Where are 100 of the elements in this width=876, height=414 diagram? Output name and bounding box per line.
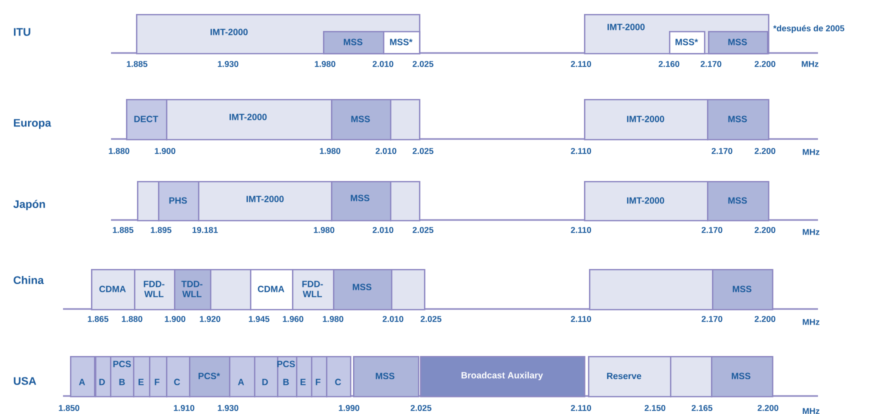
tick-label: 1.930 [218,404,238,411]
band-box: A [229,356,256,398]
row-label: ITU [14,28,30,36]
band-box [670,356,712,398]
tick-label: 2.025 [412,227,434,233]
unit-label: MHz [802,229,820,235]
band-box: IMT-2000 [198,180,332,222]
band-box: A [70,356,96,398]
band-box: MSS [331,99,392,140]
unit-label: MHz [802,149,820,155]
tick-label: 1.945 [248,316,270,322]
tick-label: 1.980 [314,61,336,67]
row-label: USA [14,377,36,385]
band-box: D [95,356,112,398]
band-box: MSS [707,99,770,140]
tick-label: 2.170 [712,148,732,154]
band-box [137,180,160,222]
tick-label: 1.980 [314,227,334,233]
tick-label: 19.181 [192,227,218,233]
band-box [390,99,420,140]
band-box: C [166,356,190,398]
tick-label: 1.960 [282,316,304,322]
tick-label: 2.010 [382,316,404,322]
band-box: CDMA [91,269,136,310]
band-box: PCS B [277,356,298,398]
band-box: Broadcast Auxilary [420,356,586,398]
band-box: PCS* [189,356,230,398]
band-box: MSS [708,31,768,54]
tick-label: 1.900 [164,316,186,322]
band-box: IMT-2000 [166,99,332,140]
band-box [589,269,714,310]
tick-label: 2.165 [692,405,712,411]
tick-label: 2.170 [702,316,722,322]
tick-label: 2.110 [570,227,592,233]
band-box: MSS [333,269,392,310]
band-box: PHS [158,180,200,222]
band-box: MSS [712,269,774,310]
tick-label: 2.200 [754,61,776,67]
tick-label: 2.010 [376,148,396,154]
band-box: IMT-2000 [584,180,708,222]
tick-label: 2.025 [420,316,442,322]
tick-label: 2.200 [754,148,776,154]
tick-label: 2.200 [758,405,778,411]
tick-label: 1.920 [200,316,220,322]
band-box: PCS B [110,356,134,398]
tick-label: 2.160 [658,61,680,67]
tick-label: 1.930 [218,61,238,67]
tick-label: 2.010 [372,61,394,67]
band-box: MSS [331,180,392,222]
row-label: Japón [13,200,45,210]
band-box: DECT [126,99,168,140]
tick-label: 1.980 [322,316,344,322]
band-box: MSS [711,356,774,398]
tick-label: 1.880 [108,148,130,154]
band-box: Reserve [588,356,672,398]
unit-label: MHz [802,319,820,325]
tick-label: 2.110 [570,148,592,154]
tick-label: 1.885 [126,61,148,67]
tick-label: 1.910 [174,405,194,411]
tick-label: 2.110 [570,405,592,411]
tick-label: 2.025 [410,405,432,411]
band-box: FDD-WLL [134,269,176,310]
band-box [210,269,252,310]
band-box: F [149,356,168,398]
tick-label: 2.110 [570,61,592,67]
tick-label: 2.170 [702,227,722,233]
band-box: FDD-WLL [292,269,334,310]
band-box: E [133,356,150,398]
tick-label: 2.110 [570,316,592,322]
band-box: MSS* [669,31,706,54]
footnote: *después de 2005 [773,25,844,33]
row-label: China [14,276,44,284]
band-box: MSS [353,356,420,398]
tick-label: 1.895 [150,227,172,233]
tick-label: 2.025 [412,148,434,154]
band-box: TDD-WLL [174,269,212,310]
tick-label: 1.885 [112,227,134,233]
band-box: D [254,356,278,398]
band-box: MSS [323,31,384,54]
band-box [391,269,426,310]
tick-label: 1.900 [154,148,176,154]
tick-label: 1.850 [58,405,80,411]
tick-label: 1.980 [320,148,340,154]
unit-label: MHz [802,61,818,67]
tick-label: 2.170 [700,61,722,67]
band-box [390,180,420,222]
band-box: F [311,356,328,398]
tick-label: 2.200 [754,227,776,233]
band-box: CDMA [250,269,294,310]
unit-label: MHz [802,408,820,414]
tick-label: 1.990 [338,405,360,411]
tick-label: 2.010 [372,227,394,233]
band-box: MSS* [383,31,420,54]
row-label: Europa [14,119,52,129]
tick-label: 2.025 [412,61,434,67]
tick-label: 1.880 [122,316,142,322]
band-box: IMT-2000 [584,99,708,140]
band-box: E [296,356,312,398]
band-box: C [326,356,352,398]
tick-label: 2.150 [644,405,666,411]
